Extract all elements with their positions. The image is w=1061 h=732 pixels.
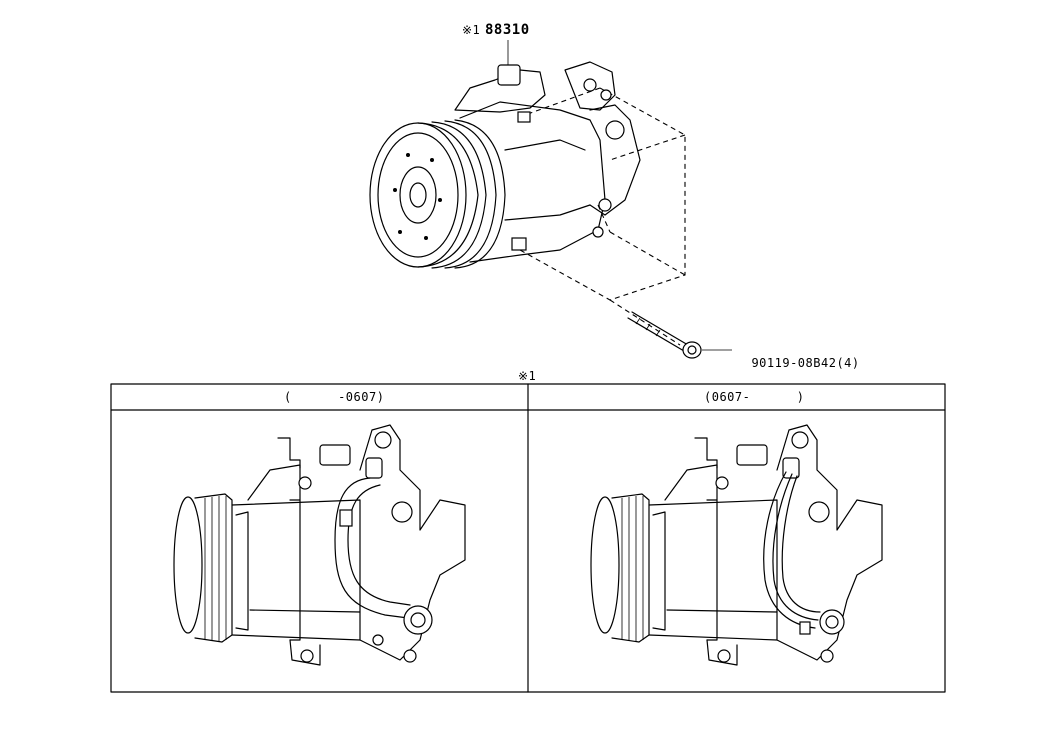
bolt-drawing bbox=[627, 311, 702, 359]
bolt-part-number-text: 90119-08B42 bbox=[751, 356, 837, 370]
compressor-assembly-drawing bbox=[369, 40, 732, 359]
column-header-left: ( -0607) bbox=[284, 390, 385, 404]
top-part-note-mark: ※1 bbox=[462, 23, 481, 37]
table-note-mark: ※1 bbox=[518, 369, 537, 383]
variants-table-frame bbox=[110, 383, 946, 693]
compressor-variant-old-drawing bbox=[173, 424, 466, 666]
bolt-qty: (4) bbox=[836, 356, 860, 370]
top-part-number[interactable]: 88310 bbox=[485, 22, 530, 38]
column-header-right: (0607- ) bbox=[704, 390, 805, 404]
compressor-variant-new-drawing bbox=[590, 424, 883, 666]
bolt-part-number[interactable]: 90119-08B42(4) bbox=[736, 345, 860, 369]
